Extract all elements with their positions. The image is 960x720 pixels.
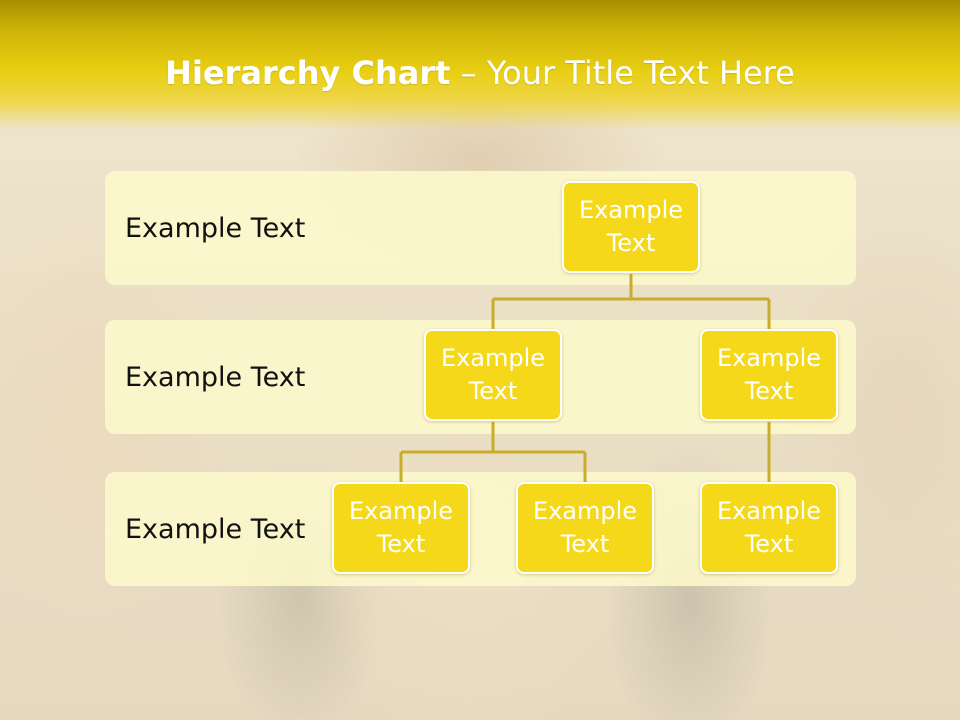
node-level3-right[interactable]: Example Text [700,482,838,574]
level-label-2: Example Text [125,361,306,393]
node-root[interactable]: Example Text [562,181,700,273]
node-level3-right-text: Example Text [716,497,822,558]
connector-left-to-level3 [399,422,587,482]
node-level2-right-text: Example Text [716,344,822,405]
slide-title: Hierarchy Chart – Your Title Text Here [0,54,960,92]
level-band-1: Example Text [105,171,856,285]
node-level2-left-text: Example Text [440,344,546,405]
connector-root-to-level2 [491,274,771,329]
level-label-3: Example Text [125,513,306,545]
node-level3-left[interactable]: Example Text [332,482,470,574]
node-level2-right[interactable]: Example Text [700,329,838,421]
node-level3-middle-text: Example Text [532,497,638,558]
node-level3-middle[interactable]: Example Text [516,482,654,574]
node-level3-left-text: Example Text [348,497,454,558]
node-level2-left[interactable]: Example Text [424,329,562,421]
level-label-1: Example Text [125,212,306,244]
title-rest: – Your Title Text Here [450,54,795,92]
title-bar [0,0,960,130]
title-bold: Hierarchy Chart [165,54,451,92]
node-root-text: Example Text [578,196,684,257]
